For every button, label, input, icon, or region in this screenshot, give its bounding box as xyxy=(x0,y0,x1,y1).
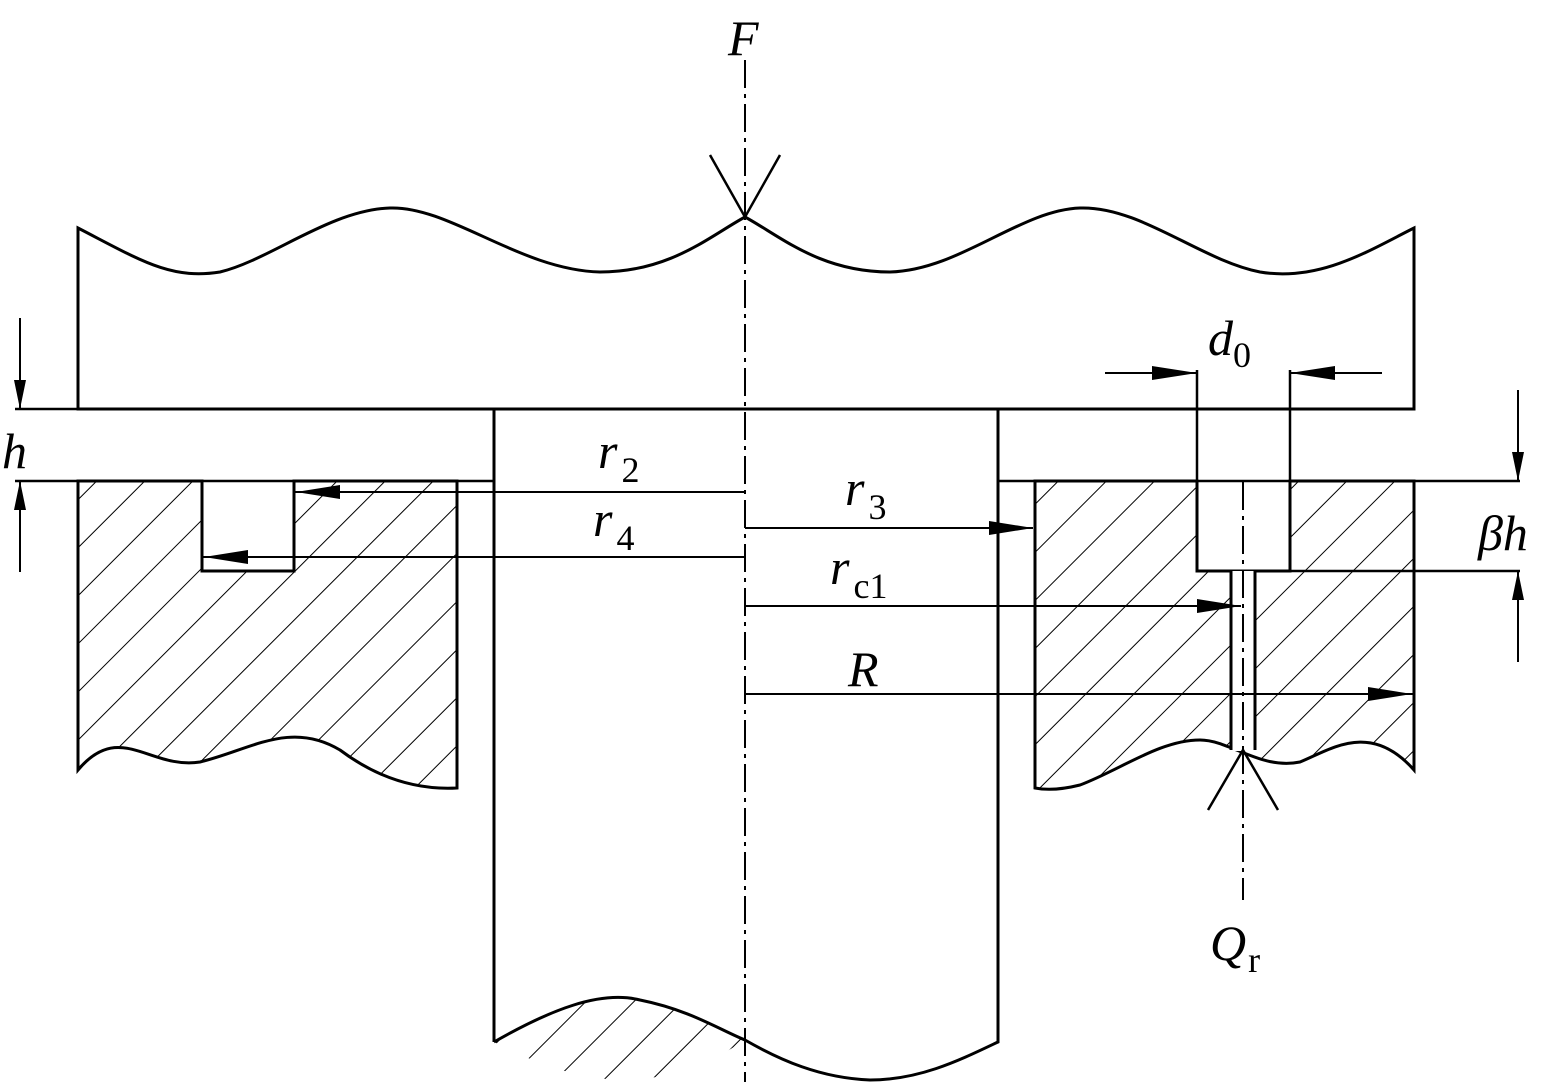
recess-depth-label: βh xyxy=(1477,505,1528,561)
flow-rate-label: Qr xyxy=(1210,915,1260,980)
outer-radius-label: R xyxy=(847,641,879,697)
shaft-hatching xyxy=(494,997,745,1080)
left-pad-hatching xyxy=(78,481,457,789)
flow-arrow xyxy=(1206,747,1280,811)
gap-label: h xyxy=(2,423,27,479)
force-arrow xyxy=(708,154,782,220)
force-label: F xyxy=(727,10,759,66)
right-pad-hatching xyxy=(1035,481,1414,790)
orifice-diameter-label: d0 xyxy=(1208,310,1251,375)
